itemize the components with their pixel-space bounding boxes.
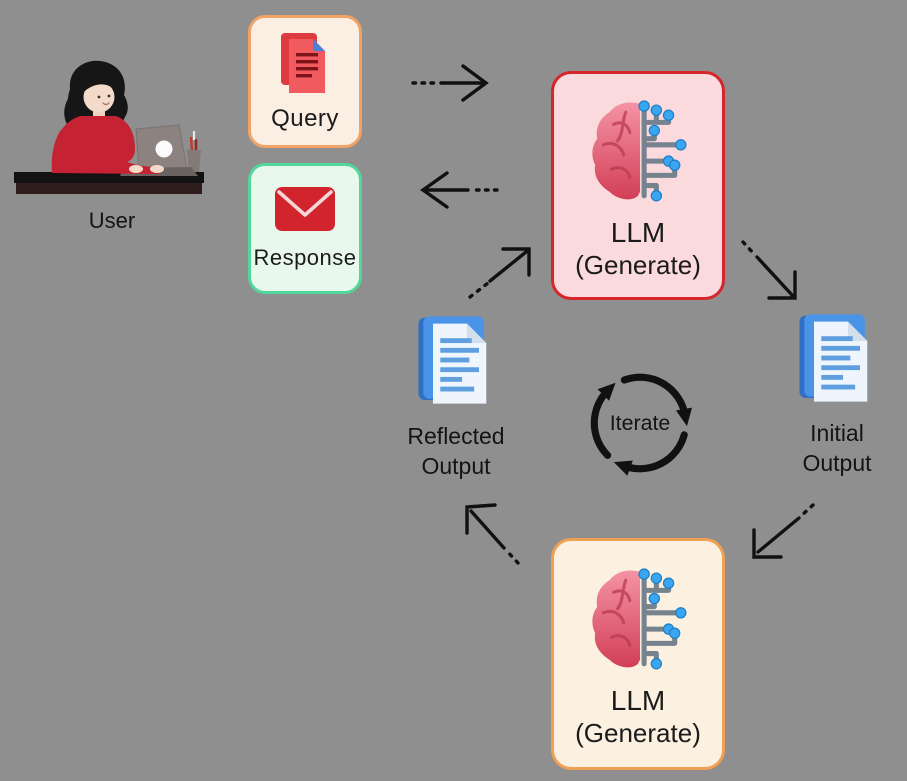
brain-circuit-icon bbox=[592, 568, 687, 670]
response-node: Response bbox=[248, 163, 362, 294]
query-node: Query bbox=[248, 15, 362, 148]
initial-output-label-line2: Output bbox=[802, 450, 872, 476]
reflected-output-node bbox=[416, 314, 496, 406]
arrow-llm-to-response bbox=[420, 171, 499, 209]
arrow-initial-to-llm2 bbox=[752, 503, 815, 559]
red-documents-icon bbox=[281, 32, 325, 93]
llm-generate-top-node: LLM (Generate) bbox=[551, 71, 725, 300]
reflected-output-label: Reflected Output bbox=[386, 421, 526, 481]
llm-generate-bottom-node: LLM (Generate) bbox=[551, 538, 725, 770]
brain-circuit-icon bbox=[592, 99, 687, 201]
arrow-reflected-to-llm bbox=[468, 247, 531, 299]
llm-bottom-title: LLM bbox=[610, 685, 666, 716]
llm-bottom-subtitle: (Generate) bbox=[575, 718, 701, 748]
initial-output-label-line1: Initial bbox=[810, 420, 864, 446]
response-node-label: Response bbox=[253, 244, 357, 270]
woman-at-laptop-icon bbox=[14, 60, 204, 194]
iterate-label: Iterate bbox=[610, 411, 671, 435]
iterate-cycle: Iterate bbox=[579, 362, 701, 484]
initial-output-label: Initial Output bbox=[767, 418, 907, 478]
arrow-llm-to-initial bbox=[741, 240, 797, 300]
query-node-label: Query bbox=[271, 104, 339, 132]
red-envelope-icon bbox=[275, 186, 335, 231]
reflected-output-label-line1: Reflected bbox=[407, 423, 505, 449]
blue-document-icon bbox=[799, 314, 868, 402]
llm-top-title: LLM bbox=[610, 216, 666, 248]
blue-document-icon bbox=[418, 316, 487, 404]
llm-top-subtitle: (Generate) bbox=[575, 249, 701, 280]
reflected-output-label-line2: Output bbox=[421, 453, 491, 479]
user-illustration bbox=[8, 55, 208, 205]
arrow-query-to-llm bbox=[411, 64, 489, 102]
initial-output-node bbox=[797, 312, 877, 404]
arrow-llm2-to-reflected bbox=[465, 503, 520, 565]
cycle-arrows-icon: Iterate bbox=[590, 373, 692, 476]
user-node-label: User bbox=[88, 208, 136, 233]
